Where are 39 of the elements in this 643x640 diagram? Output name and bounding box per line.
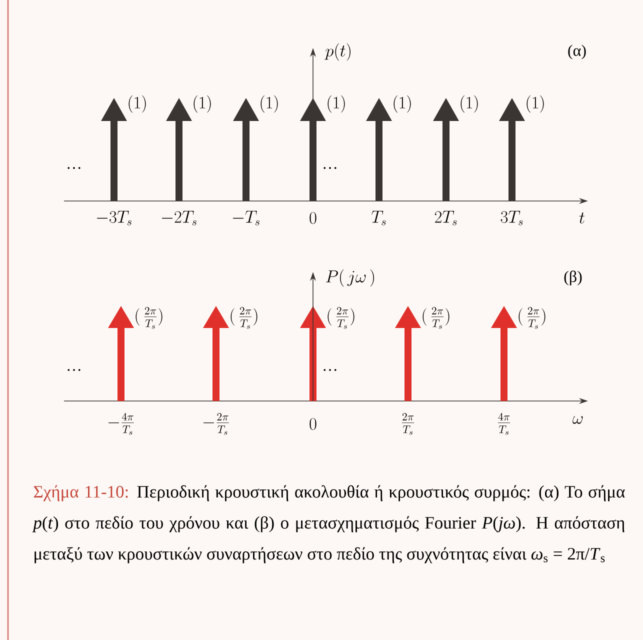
tick-label: $2T_s$ (434, 210, 457, 226)
tick-label: $T_s$ (372, 210, 386, 226)
tick-label: $-T_s$ (232, 210, 260, 226)
tick-label: $0$ (310, 418, 316, 430)
weight-label: $(1)$ (328, 95, 345, 113)
tick-label: $\frac{2\pi}{T_s}$ (402, 413, 414, 435)
weight-label: $(1)$ (260, 95, 278, 113)
weight-label: $(1)$ (526, 95, 544, 113)
weight-label: $(\,\frac{2\pi}{T_s})$ (230, 307, 258, 329)
weight-label: $(\,\frac{2\pi}{T_s})$ (328, 307, 354, 329)
label: Σχήμα 11-10: (34, 485, 128, 502)
caption: Περιοδική κρουστική ακολουθία ή κρουστικός συρμός: (α) Το σήμα (137, 485, 625, 502)
weight-label: $(1)$ (460, 95, 478, 113)
tick-label: $-\frac{4\pi}{T_s}$ (108, 412, 134, 435)
weight-label: $(\,\frac{2\pi}{T_s})$ (422, 307, 450, 329)
tick-label: $-3T_s$ (96, 210, 132, 226)
caption: p(t) στο πεδίο του χρόνου και (β) ο μετασχηματισμός Fourier P(jω). Η απόσταση (32, 516, 624, 532)
weight-label: $(\,\frac{2\pi}{T_s})$ (518, 307, 546, 329)
weight-label: $(1)$ (128, 95, 146, 113)
tick-label: $0$ (310, 212, 316, 224)
ellipsis: … (68, 167, 80, 169)
tick-label: $-2T_s$ (162, 210, 196, 226)
caption-text: Σχήμα 11-10: Περιοδική κρουστική ακολουθία ή κρουστικός συρμός: (α) Το σήμα p(t) στο πεδίο του χρόνου και (β) ο μετασχηματισμός Fourier P(jω). Η απόσταση μεταξύ των κρουστικών συναρτήσεων στο πεδίο της συχνότητας είναι ω$_{s}$ = 2π/T$_{s}$ (32, 485, 625, 564)
ellipsis: … (68, 369, 80, 371)
panel-label: (α) (568, 44, 586, 60)
weight-label: $(\,\frac{2\pi}{T_s})$ (136, 307, 162, 329)
axis-label: $P(\,j\omega\,)$ (326, 269, 374, 287)
panel-label: (β) (564, 270, 582, 286)
caption: μεταξύ των κρουστικών συναρτήσεων στο πεδίο της συχνότητας είναι ω$_{s}$ = 2π/T$_{s}$ (34, 547, 605, 564)
tick-label: $-\frac{2\pi}{T_s}$ (203, 413, 229, 435)
tick-label: $\frac{4\pi}{T_s}$ (498, 412, 510, 435)
axis-label: $p(t)$ (324, 43, 350, 61)
axis-label: $\omega$ (572, 416, 583, 424)
ellipsis: … (324, 167, 336, 169)
weight-label: $(1)$ (194, 95, 211, 113)
tick-label: $3T_s$ (500, 210, 523, 226)
axis-label: $t$ (579, 212, 585, 224)
weight-label: $(1)$ (394, 95, 411, 113)
ellipsis: … (324, 369, 336, 371)
